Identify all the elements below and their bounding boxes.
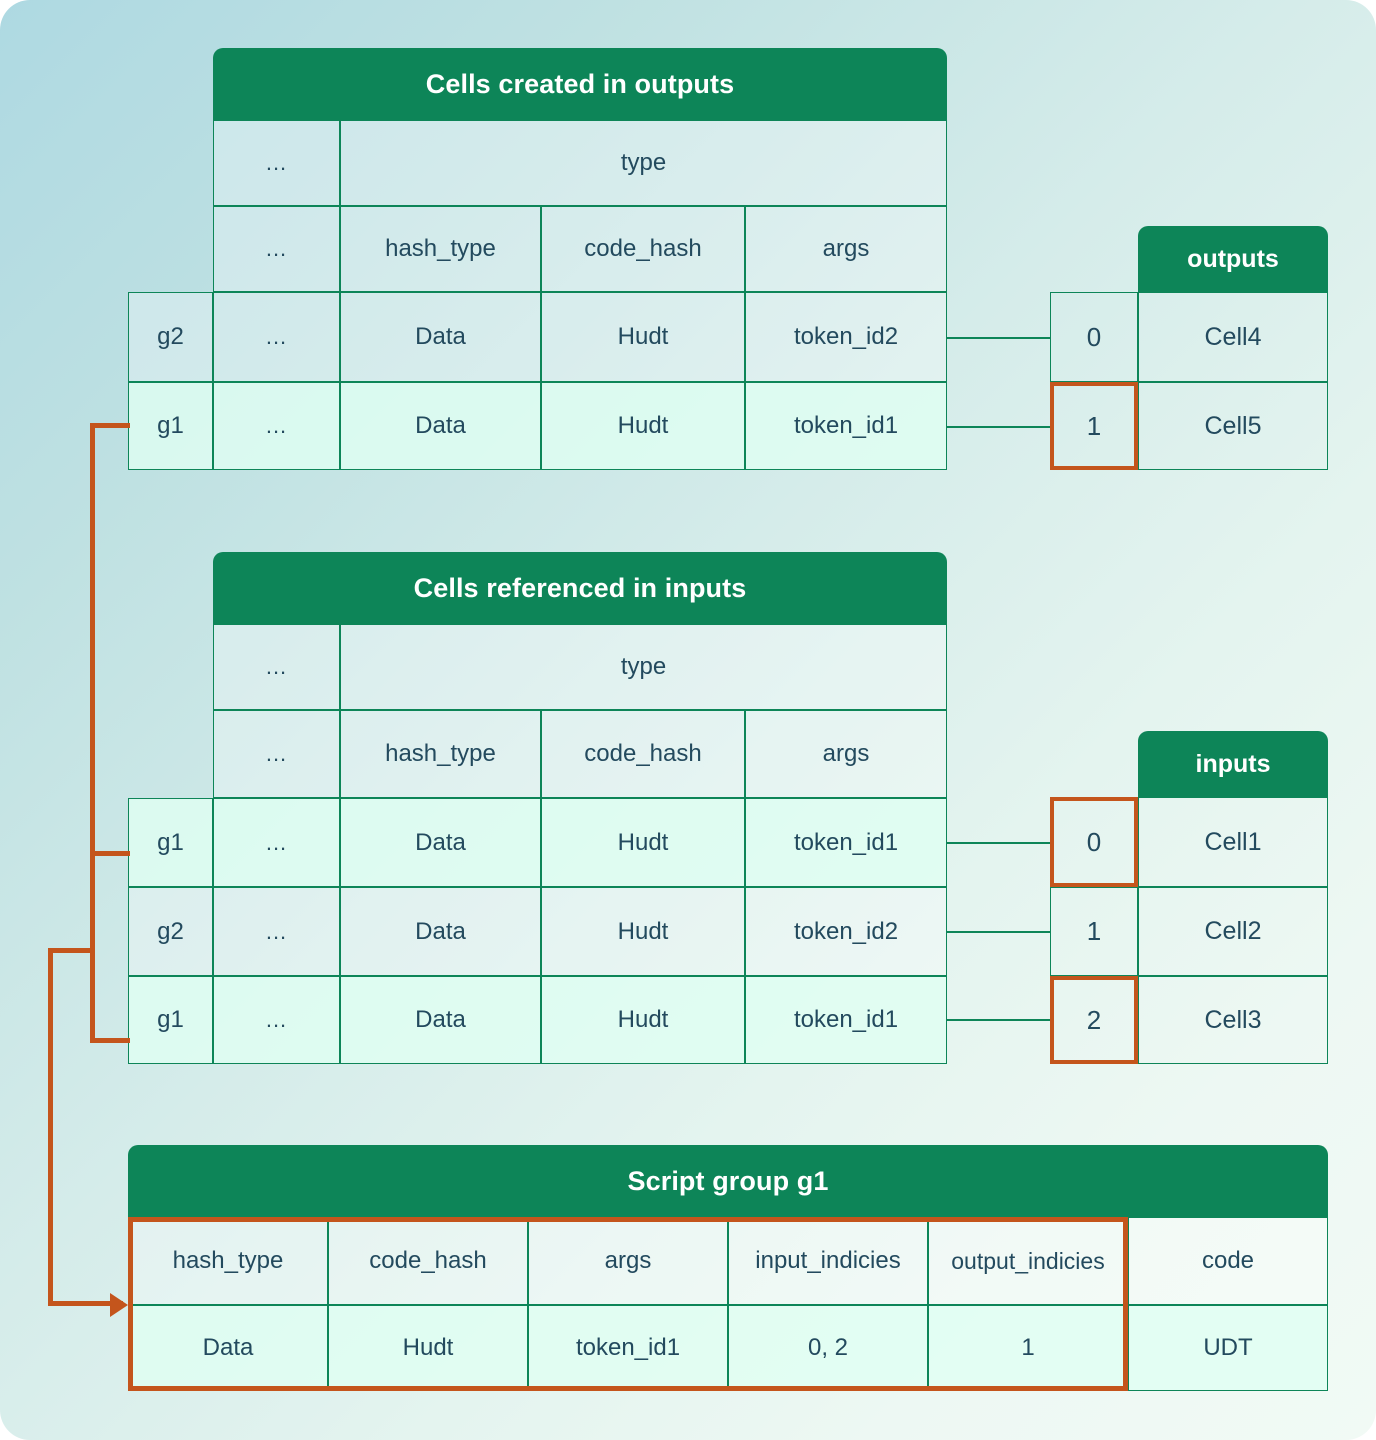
outputs-index-title: outputs	[1138, 226, 1328, 292]
outputs-row1-dots: ...	[213, 382, 340, 470]
outputs-row0-args: token_id2	[745, 292, 947, 382]
sg-val-code-hash: Hudt	[328, 1305, 528, 1391]
cells-referenced-in-inputs-table: Cells referenced in inputs	[213, 552, 947, 624]
outputs-row1-hash-type: Data	[340, 382, 541, 470]
table-row: g2 ... Data Hudt token_id2	[128, 887, 947, 976]
cells-referenced-in-inputs-title: Cells referenced in inputs	[213, 552, 947, 624]
outputs-row1-args: token_id1	[745, 382, 947, 470]
inputs-spanned-dots-cell: ...	[213, 624, 340, 710]
outputs-spanned-dots-cell: ...	[213, 120, 340, 206]
inputs-row0-dots: ...	[213, 798, 340, 887]
outputs-row1-group: g1	[128, 382, 213, 470]
script-group-title: Script group g1	[128, 1145, 1328, 1217]
list-item: 1 Cell2	[1050, 887, 1328, 976]
inputs-connector-1	[947, 931, 1050, 933]
inputs-connector-0	[947, 842, 1050, 844]
cells-created-in-outputs-title: Cells created in outputs	[213, 48, 947, 120]
outputs-row0-dots: ...	[213, 292, 340, 382]
orange-link-inputs-g1-row2	[90, 1038, 130, 1043]
list-item: 2 Cell3	[1050, 976, 1328, 1064]
script-group-header-row: hash_type code_hash args input_indicies …	[128, 1217, 1328, 1305]
table-row: g1 ... Data Hudt token_id1	[128, 976, 947, 1064]
sg-val-args: token_id1	[528, 1305, 728, 1391]
script-group-data-row: Data Hudt token_id1 0, 2 1 UDT	[128, 1305, 1328, 1391]
outputs-cell-1: Cell5	[1138, 382, 1328, 470]
inputs-col-dots: ...	[213, 710, 340, 798]
outputs-col-dots: ...	[213, 206, 340, 292]
sg-val-hash-type: Data	[128, 1305, 328, 1391]
list-item: 1 Cell5	[1050, 382, 1328, 470]
sg-val-code: UDT	[1128, 1305, 1328, 1391]
inputs-index-2: 2	[1050, 976, 1138, 1064]
sg-col-code: code	[1128, 1217, 1328, 1305]
outputs-col-args: args	[745, 206, 947, 292]
sg-val-output-indicies: 1	[928, 1305, 1128, 1391]
inputs-row1-args: token_id2	[745, 887, 947, 976]
inputs-row0-hash-type: Data	[340, 798, 541, 887]
outputs-spanned-header-row: ... type	[213, 120, 947, 206]
inputs-row0-code-hash: Hudt	[541, 798, 745, 887]
inputs-col-code-hash: code_hash	[541, 710, 745, 798]
sg-col-input-indicies: input_indicies	[728, 1217, 928, 1305]
inputs-index-1: 1	[1050, 887, 1138, 976]
inputs-cell-1: Cell2	[1138, 887, 1328, 976]
cells-created-in-outputs-table: Cells created in outputs	[213, 48, 947, 120]
outputs-row1-code-hash: Hudt	[541, 382, 745, 470]
outputs-index-0: 0	[1050, 292, 1138, 382]
outputs-index-1: 1	[1050, 382, 1138, 470]
inputs-row1-group: g2	[128, 887, 213, 976]
sg-col-hash-type: hash_type	[128, 1217, 328, 1305]
inputs-row2-group: g1	[128, 976, 213, 1064]
inputs-cell-2: Cell3	[1138, 976, 1328, 1064]
orange-trunk-vertical	[90, 423, 95, 1043]
inputs-row1-dots: ...	[213, 887, 340, 976]
inputs-type-header-cell: type	[340, 624, 947, 710]
outputs-row0-code-hash: Hudt	[541, 292, 745, 382]
outputs-col-code-hash: code_hash	[541, 206, 745, 292]
list-item: 0 Cell1	[1050, 797, 1328, 887]
outputs-type-header-cell: type	[340, 120, 947, 206]
sg-col-args: args	[528, 1217, 728, 1305]
inputs-row2-args: token_id1	[745, 976, 947, 1064]
sg-col-output-indicies: output_indicies	[928, 1217, 1128, 1305]
inputs-index-title: inputs	[1138, 731, 1328, 797]
outputs-col-hash-type: hash_type	[340, 206, 541, 292]
outputs-connector-1	[947, 426, 1050, 428]
inputs-row2-hash-type: Data	[340, 976, 541, 1064]
inputs-connector-2	[947, 1019, 1050, 1021]
orange-branch-top	[48, 948, 95, 953]
inputs-cell-0: Cell1	[1138, 797, 1328, 887]
inputs-col-hash-type: hash_type	[340, 710, 541, 798]
orange-link-outputs-g1	[90, 423, 130, 428]
sg-val-input-indicies: 0, 2	[728, 1305, 928, 1391]
outputs-row0-hash-type: Data	[340, 292, 541, 382]
table-row: g2 ... Data Hudt token_id2	[128, 292, 947, 382]
list-item: 0 Cell4	[1050, 292, 1328, 382]
sg-col-code-hash: code_hash	[328, 1217, 528, 1305]
inputs-row1-code-hash: Hudt	[541, 887, 745, 976]
inputs-row0-args: token_id1	[745, 798, 947, 887]
inputs-col-args: args	[745, 710, 947, 798]
inputs-index-0: 0	[1050, 797, 1138, 887]
inputs-row2-dots: ...	[213, 976, 340, 1064]
inputs-row1-hash-type: Data	[340, 887, 541, 976]
orange-link-inputs-g1-row0	[90, 851, 130, 856]
inputs-row2-code-hash: Hudt	[541, 976, 745, 1064]
orange-branch-vertical	[48, 948, 53, 1304]
outputs-cell-0: Cell4	[1138, 292, 1328, 382]
orange-arrow-icon	[110, 1293, 128, 1317]
table-row: g1 ... Data Hudt token_id1	[128, 382, 947, 470]
orange-branch-bottom	[48, 1301, 123, 1306]
inputs-row0-group: g1	[128, 798, 213, 887]
inputs-column-header-row: ... hash_type code_hash args	[213, 710, 947, 798]
inputs-spanned-header-row: ... type	[213, 624, 947, 710]
outputs-connector-0	[947, 337, 1050, 339]
table-row: g1 ... Data Hudt token_id1	[128, 798, 947, 887]
outputs-row0-group: g2	[128, 292, 213, 382]
outputs-column-header-row: ... hash_type code_hash args	[213, 206, 947, 292]
